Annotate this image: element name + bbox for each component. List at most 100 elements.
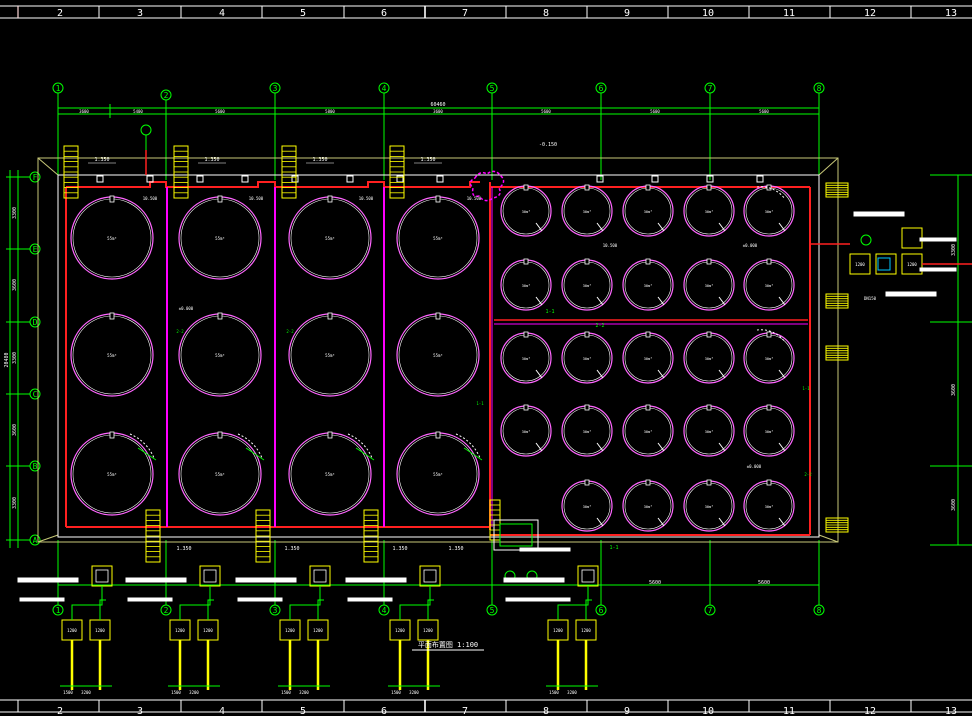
small-tank-nozzle [778,442,786,452]
frame-zone-number-top: 2 [57,8,63,19]
axis-grid [6,82,972,616]
pump-group-1-upper-box [91,565,113,587]
frame-zone-number-top: 4 [219,8,225,19]
pump-group-5-pipe-green [557,586,589,620]
dim-span-left: 3300 [12,352,18,364]
dim-span-top: 5600 [650,109,660,114]
dim-span-left: 3600 [12,424,18,436]
building-corner-tr [818,157,839,176]
large-tank-manhole [327,431,333,439]
small-tank-manhole [645,404,651,411]
small-tank-nozzle [657,369,665,379]
tank-ladder-leader [355,447,375,461]
elevation-platform: 1.350 [204,157,219,163]
axis-label-top-4: 4 [382,84,387,93]
small-tank-nozzle [596,517,604,527]
large-tank-label: 55m³ [107,472,117,477]
small-tank-label: 30m³ [705,430,713,434]
elevation-platform: 1.350 [312,157,327,163]
pump-group-4-pipe-green [399,586,431,620]
elevation-platform: 1.350 [94,157,109,163]
small-tank-label: 30m³ [705,210,713,214]
small-tank-nozzle [718,369,726,379]
frame-zone-number-bottom: 4 [219,706,225,716]
small-tank-manhole [706,258,712,265]
small-tank-label: 30m³ [705,357,713,361]
dim-span-top: 5600 [759,109,769,114]
pump-group-1-pump-left-label: 1200 [67,628,77,633]
small-tank-nozzle [657,442,665,452]
small-tank-manhole [523,404,529,411]
small-tank-label: 30m³ [583,430,591,434]
small-tank-nozzle [718,296,726,306]
right-pump-meter [877,257,891,271]
small-tank-label: 30m³ [522,284,530,288]
small-tank-nozzle [657,222,665,232]
small-tank-label: 30m³ [705,505,713,509]
small-tank-manhole [645,184,651,191]
dim-span-left: 3300 [12,207,18,219]
small-tank-nozzle [535,296,543,306]
small-tank-label: 30m³ [644,284,652,288]
axis-label-top-6: 6 [599,84,604,93]
pump-group-5-pipe-green-2 [585,599,592,620]
section-bubble-2 [140,124,152,136]
dim-span-top: 3600 [79,109,89,114]
small-tank-label: 30m³ [765,505,773,509]
axis-label-bottom-4: 4 [382,606,387,615]
pump-group-5-dim-a: 1500 [549,690,559,695]
large-tank-manhole [435,195,441,203]
tank-ladder-arc [347,433,373,459]
mid-equip-inner [499,523,533,547]
tank-ladder-leader [137,447,157,461]
frame-zone-number-bottom: 6 [381,706,387,716]
pump-group-3-pipe-green [289,586,321,620]
pump-group-3-pipe-green-2 [317,599,324,620]
axis-label-top-1: 1 [56,84,61,93]
pump-group-4-pipe-green-2 [427,599,434,620]
pump-group-3-upper-box [309,565,331,587]
pump-group-5-dim-b: 3200 [567,690,577,695]
large-tank-label: 55m³ [433,236,443,241]
elevation-water-left: ±0.000 [179,306,194,311]
pump-group-4-dim-b: 3200 [409,690,419,695]
column-marker [346,175,354,183]
section-mark-5: 2-2 [286,329,294,334]
pump-group-4-pump-left-label: 1200 [395,628,405,633]
right-title-bar [853,211,905,217]
column-marker [436,175,444,183]
frame-zone-number-top: 7 [462,8,468,19]
pump-group-5-pump-left-label: 1200 [553,628,563,633]
column-marker [706,175,714,183]
pump-group-4-pump-right-label: 1200 [423,628,433,633]
column-marker [196,175,204,183]
small-tank-nozzle [778,222,786,232]
small-tank-label: 30m³ [644,430,652,434]
pump-group-4-dim-a: 1500 [391,690,401,695]
right-title-bar-4 [919,267,957,272]
axis-label-top-2: 2 [164,91,169,100]
small-tank-label: 30m³ [583,284,591,288]
small-tank-nozzle [718,222,726,232]
drawing-frame [0,5,972,713]
large-tank-label: 55m³ [215,353,225,358]
frame-zone-number-bottom: 13 [945,706,957,716]
dim-span-bottom: 5600 [649,580,661,586]
small-tank-nozzle [718,517,726,527]
pump-group-5-upper-inner [581,569,595,583]
tank-ladder-arc [455,433,481,459]
building-outline [37,157,839,543]
frame-zone-number-bottom: 10 [702,706,714,716]
large-tank-manhole [217,195,223,203]
valve-cluster-outline [469,170,505,202]
large-tank-manhole [327,195,333,203]
large-tank-label: 55m³ [325,236,335,241]
dim-span-right: 3600 [951,384,957,396]
building-corner-bl [37,534,59,543]
large-tank-label: 55m³ [107,353,117,358]
small-tank-nozzle [778,369,786,379]
small-tank-manhole [706,331,712,338]
column-marker [241,175,249,183]
large-tank-label: 55m³ [215,236,225,241]
frame-zone-number-bottom: 8 [543,706,549,716]
